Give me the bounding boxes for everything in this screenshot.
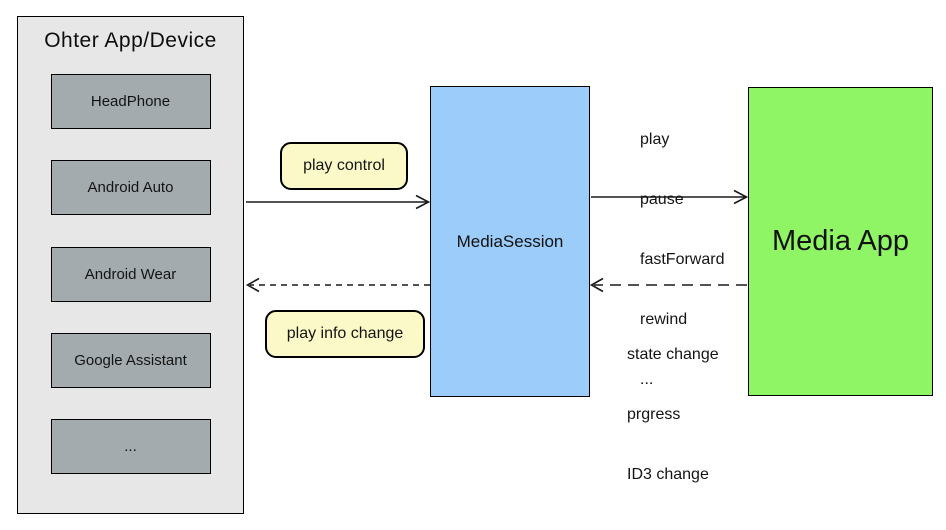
panel-item-headphone: HeadPhone xyxy=(50,74,211,129)
event-progress: prgress xyxy=(627,406,681,423)
panel-item-ellipsis: ... xyxy=(50,419,211,474)
panel-item-label: Android Wear xyxy=(84,265,177,283)
command-play: play xyxy=(640,131,670,148)
play-info-change-arrow xyxy=(245,277,430,293)
media-app-box: Media App xyxy=(748,87,933,396)
play-info-change-note-label: play info change xyxy=(286,325,404,342)
play-info-change-note: play info change xyxy=(265,310,425,358)
event-id3-change: ID3 change xyxy=(627,466,709,483)
panel-item-label: ... xyxy=(124,438,137,455)
panel-title: Ohter App/Device xyxy=(44,29,217,52)
panel-item-label: Google Assistant xyxy=(74,351,187,369)
panel-item-android-auto: Android Auto xyxy=(50,160,211,216)
media-app-label: Media App xyxy=(771,225,910,257)
command-ellipsis: ... xyxy=(640,371,654,388)
event-state-change: state change xyxy=(627,346,719,363)
play-control-note-label: play control xyxy=(303,157,385,174)
command-pause: pause xyxy=(640,191,684,208)
play-control-note: play control xyxy=(280,142,408,190)
panel-item-list: HeadPhone Android Auto Android Wear Goog… xyxy=(18,74,243,474)
event-list-annotation: state change prgress ID3 change ... xyxy=(627,305,719,530)
other-app-device-panel: Ohter App/Device HeadPhone Android Auto … xyxy=(17,16,244,514)
command-list-annotation: play pause fastForward rewind ... xyxy=(640,90,724,430)
media-session-box: MediaSession xyxy=(430,86,590,397)
panel-item-label: HeadPhone xyxy=(90,93,171,110)
panel-item-google-assistant: Google Assistant xyxy=(50,332,211,388)
play-control-arrow xyxy=(246,194,431,210)
command-fastforward: fastForward xyxy=(640,251,725,268)
panel-item-android-wear: Android Wear xyxy=(50,246,211,302)
panel-item-label: Android Auto xyxy=(87,179,174,197)
command-rewind: rewind xyxy=(640,311,688,328)
media-session-label: MediaSession xyxy=(456,231,564,251)
event-ellipsis: ... xyxy=(627,525,719,530)
